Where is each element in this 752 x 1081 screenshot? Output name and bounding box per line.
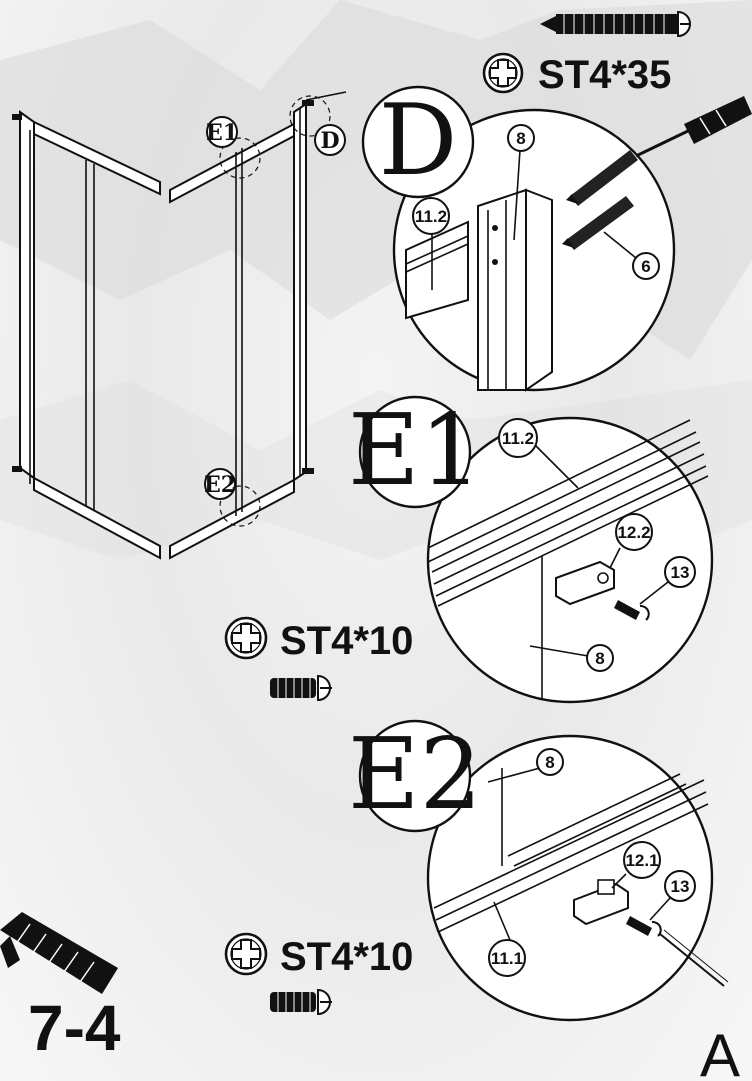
svg-text:13: 13 bbox=[671, 877, 690, 896]
detail-e1-rail bbox=[427, 419, 709, 700]
svg-text:12.1: 12.1 bbox=[625, 851, 658, 870]
detail-e2-clip bbox=[573, 879, 629, 926]
screw-spec-top: ST4*35 bbox=[538, 53, 671, 97]
svg-text:6: 6 bbox=[641, 257, 650, 276]
svg-text:8: 8 bbox=[595, 649, 604, 668]
svg-text:13: 13 bbox=[671, 563, 690, 582]
detail-e1: E1 11.2 12.2 bbox=[348, 394, 714, 704]
detail-d-label: D bbox=[379, 84, 458, 198]
page-letter: A bbox=[700, 1022, 740, 1081]
phillips-head-icon-middle bbox=[224, 616, 268, 660]
detail-e2-label: E2 bbox=[348, 718, 482, 832]
screw-spec-bottom: ST4*10 bbox=[280, 935, 413, 979]
svg-text:11.1: 11.1 bbox=[491, 949, 523, 968]
detail-d-tag-6: 6 bbox=[603, 231, 660, 280]
overview-e1-zone bbox=[219, 137, 261, 179]
overview-marker-e1: E1 bbox=[206, 116, 238, 148]
screw-icon-short-middle bbox=[270, 674, 332, 702]
svg-text:E1: E1 bbox=[206, 120, 238, 146]
detail-e2: E2 8 12.1 bbox=[348, 718, 729, 1022]
detail-e1-screw bbox=[614, 600, 650, 621]
detail-e1-tag-13: 13 bbox=[639, 556, 696, 605]
screwdriver-icon bbox=[635, 96, 752, 158]
detail-d-tag-8: 8 bbox=[507, 124, 535, 241]
detail-e1-tag-8: 8 bbox=[529, 644, 614, 672]
svg-text:D: D bbox=[320, 128, 339, 154]
overview-marker-d: D bbox=[314, 124, 346, 156]
screw-spec-middle: ST4*10 bbox=[280, 619, 413, 663]
svg-text:E2: E2 bbox=[204, 472, 236, 498]
svg-text:11.2: 11.2 bbox=[502, 429, 534, 448]
detail-e2-tag-8: 8 bbox=[487, 748, 564, 783]
detail-d: D bbox=[361, 84, 752, 392]
enclosure-overview: E1 D E2 bbox=[12, 91, 347, 560]
detail-d-glass bbox=[405, 220, 469, 320]
drill-bit-icon bbox=[0, 912, 118, 994]
detail-e1-label: E1 bbox=[348, 394, 482, 508]
overview-e2-zone bbox=[219, 485, 261, 527]
overview-marker-e2: E2 bbox=[204, 468, 236, 500]
svg-text:8: 8 bbox=[516, 129, 525, 148]
svg-text:12.2: 12.2 bbox=[617, 523, 650, 542]
svg-text:8: 8 bbox=[545, 753, 554, 772]
detail-e1-tag-11-2: 11.2 bbox=[498, 418, 579, 489]
phillips-head-icon bbox=[482, 52, 524, 94]
detail-d-screws bbox=[562, 150, 638, 250]
svg-text:11.2: 11.2 bbox=[415, 207, 447, 226]
detail-e2-screw bbox=[626, 916, 729, 987]
overview-d-zone bbox=[289, 95, 331, 137]
detail-e2-tag-11-1: 11.1 bbox=[488, 901, 526, 977]
phillips-head-icon-bottom bbox=[224, 932, 268, 976]
detail-d-tag-11-2: 11.2 bbox=[412, 197, 450, 290]
screw-icon-long bbox=[540, 10, 691, 38]
detail-e2-tag-13: 13 bbox=[649, 870, 696, 921]
screw-icon-short-bottom bbox=[270, 988, 332, 1016]
overview-corner-clips bbox=[12, 91, 347, 474]
detail-e2-rail bbox=[433, 768, 709, 933]
detail-e2-tag-12-1: 12.1 bbox=[611, 841, 661, 889]
step-number: 7-4 bbox=[28, 992, 121, 1064]
detail-e1-clip bbox=[555, 560, 615, 606]
detail-e1-tag-12-2: 12.2 bbox=[609, 513, 653, 569]
